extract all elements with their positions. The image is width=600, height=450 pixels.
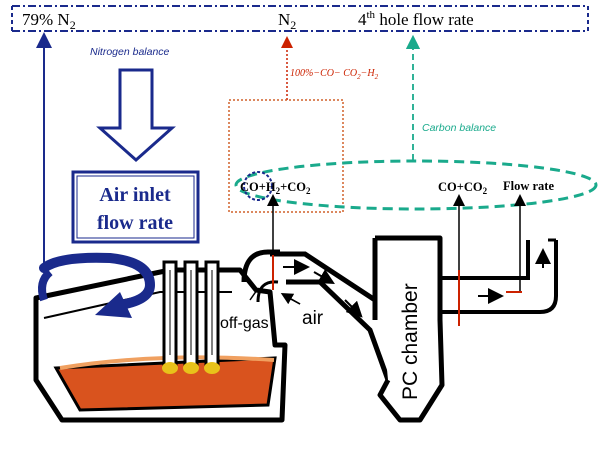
n2-formula: 100%−CO− CO2−H2 [290,68,379,81]
air-label: air [302,308,324,329]
nitrogen-down-arrow [96,68,176,163]
duct-elbow-outer [241,249,280,283]
air-inlet-line1: Air inlet [99,184,171,206]
air-inlet-line2: flow rate [97,212,173,234]
furnace-system: PC chamber [33,235,558,423]
air-inflow-rotation-arrow [38,252,156,318]
top-bracket [11,5,589,32]
carbon-balance-ellipse [234,159,598,211]
carbon-balance-label: Carbon balance [422,122,496,134]
nitrogen-balance-label: Nitrogen balance [90,46,170,58]
offgas-label: off-gas [220,315,269,332]
right-co-co2-label: CO+CO2 [438,180,488,196]
n2-label: N2 [278,10,296,32]
duct-lower-wall [286,279,391,381]
analyzer-co-h2-co2-label: CO+H2+CO2 [240,180,311,196]
hydrogen-highlight-circle [243,171,273,201]
n2-79-label: 79% N2 [22,10,76,32]
offgas-pointer [249,289,258,301]
duct-elbow-inner [256,280,279,303]
analyzer-dotted-box [228,99,344,213]
pc-chamber-body [375,235,445,423]
pc-chamber-label: PC chamber [399,283,422,400]
air-inlet-box: Air inlet flow rate [71,170,200,244]
right-flow-rate-label: Flow rate [503,179,554,193]
duct-upper-wall [270,251,378,320]
arc-flames [162,362,220,374]
outlet-duct-top [440,240,530,280]
molten-bath [53,356,277,412]
hole-flow-rate-label: 4th hole flow rate [358,9,474,29]
electrodes [162,260,220,369]
outlet-duct-bottom [440,240,558,314]
